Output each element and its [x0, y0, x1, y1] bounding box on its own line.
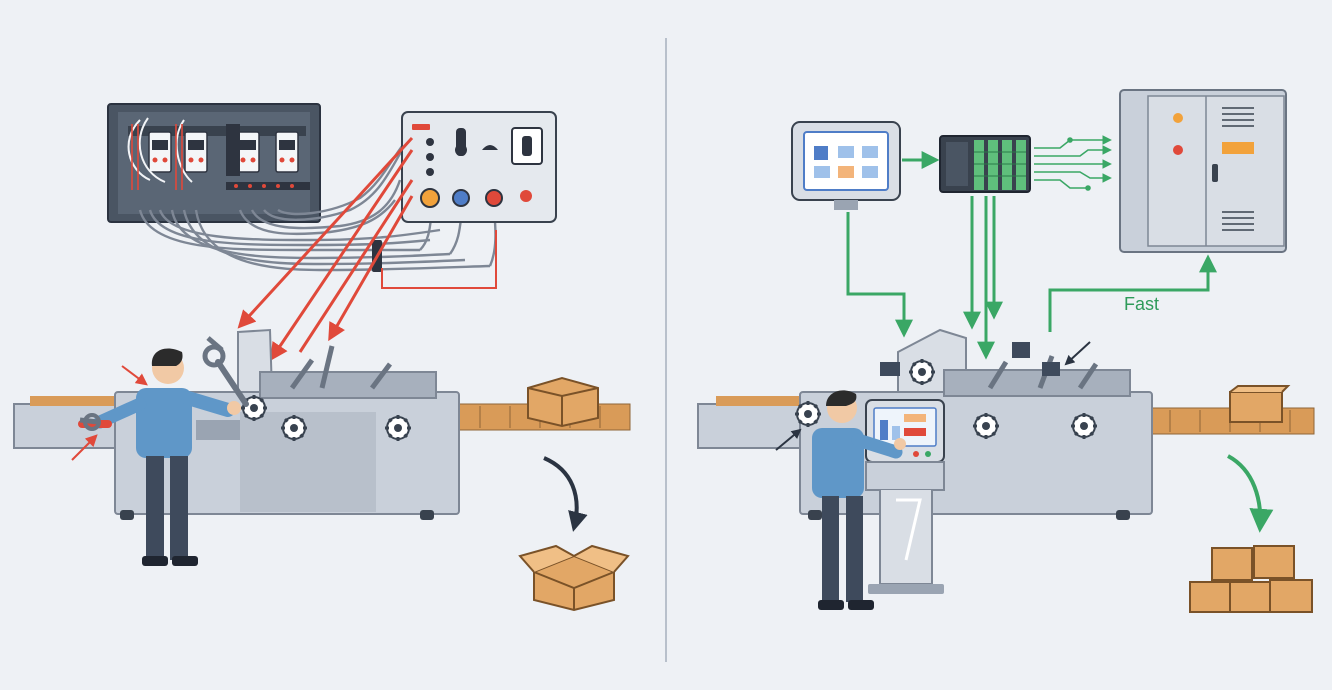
automated-worker [812, 390, 906, 610]
manual-worker [71, 336, 249, 566]
manual-control-panel [401, 111, 557, 223]
wrench-icon [79, 413, 101, 431]
box-icon [527, 376, 599, 428]
output-arrow [543, 456, 588, 532]
wrench-icon [202, 336, 249, 407]
relay-enclosure [107, 103, 321, 223]
stacked-boxes-icon [1189, 545, 1313, 613]
screen-icon [791, 121, 901, 210]
touch-console [865, 399, 945, 594]
box-icon [1229, 385, 1291, 423]
manual-wire-arrows [237, 136, 414, 361]
plc-icon [939, 135, 1031, 193]
signal-lines [1034, 135, 1112, 191]
automated-panel [697, 89, 1315, 613]
manual-panel [13, 103, 631, 612]
automated-signal-arrows [846, 196, 1217, 360]
open-box-icon [518, 544, 630, 612]
automated-machine [697, 328, 1315, 520]
wire-bundle [138, 134, 497, 272]
speed-label: Fast [1124, 294, 1160, 314]
cabinet-icon [1119, 89, 1287, 253]
output-arrow [1226, 454, 1274, 533]
